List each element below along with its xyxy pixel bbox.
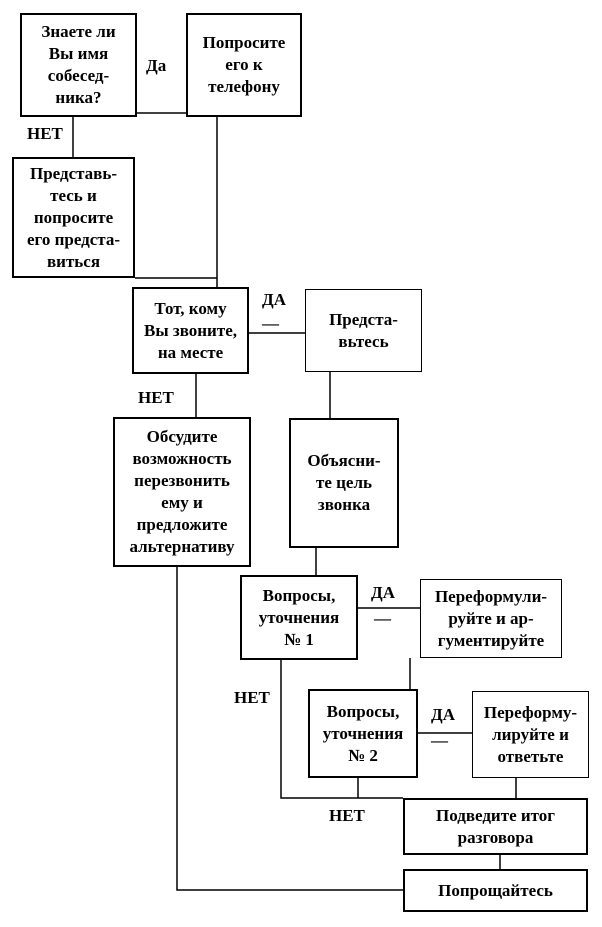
node-goodbye-text: Попрощайтесь: [438, 880, 553, 900]
node-ask-phone: Попросите его к телефону: [186, 13, 302, 117]
node-is-present: Тот, кому Вы звоните, на месте: [132, 287, 249, 374]
node-know-name: Знаете ли Вы имя собесед- ника?: [20, 13, 137, 117]
node-reformulate-2: Переформу- лируйте и ответьте: [472, 691, 589, 778]
node-questions-1-text: Вопросы, уточнения № 1: [258, 585, 340, 649]
node-questions-2-text: Вопросы, уточнения № 2: [322, 701, 404, 765]
label-no-4: НЕТ: [329, 806, 365, 825]
node-reformulate-1-text: Переформули- руйте и ар- гументируйте: [434, 586, 548, 650]
node-reformulate-1: Переформули- руйте и ар- гументируйте: [420, 579, 562, 658]
node-questions-1: Вопросы, уточнения № 1: [240, 575, 358, 660]
node-introduce-text: Предста- вьтесь: [329, 309, 398, 351]
node-introduce: Предста- вьтесь: [305, 289, 422, 372]
node-explain-goal-text: Объясни- те цель звонка: [307, 451, 381, 514]
label-yes-3: ДА: [371, 583, 395, 602]
node-explain-goal: Объясни- те цель звонка: [289, 418, 399, 548]
label-no-1: НЕТ: [27, 124, 63, 143]
node-goodbye: Попрощайтесь: [403, 869, 588, 912]
node-reformulate-2-text: Переформу- лируйте и ответьте: [483, 702, 578, 766]
node-summarize: Подведите итог разговора: [403, 798, 588, 855]
node-questions-2: Вопросы, уточнения № 2: [308, 689, 418, 778]
node-introduce-ask-text: Представь- тесь и попросите его предста-…: [26, 163, 121, 271]
node-know-name-text: Знаете ли Вы имя собесед- ника?: [41, 22, 116, 107]
label-yes-1: Да: [146, 56, 167, 75]
connector-q1-no: [280, 660, 403, 799]
node-introduce-ask: Представь- тесь и попросите его предста-…: [12, 157, 135, 278]
node-is-present-text: Тот, кому Вы звоните, на месте: [144, 298, 237, 362]
label-no-3: НЕТ: [234, 688, 270, 707]
node-ask-phone-text: Попросите его к телефону: [202, 33, 286, 96]
label-dash-3: —: [374, 609, 391, 628]
node-discuss-callback-text: Обсудите возможность перезвонить ему и п…: [129, 427, 235, 556]
label-no-2: НЕТ: [138, 388, 174, 407]
node-summarize-text: Подведите итог разговора: [435, 805, 556, 847]
connector-discuss-to-goodbye: [176, 567, 403, 891]
node-discuss-callback: Обсудите возможность перезвонить ему и п…: [113, 417, 251, 567]
label-dash-2: —: [262, 314, 279, 333]
label-yes-2: ДА: [262, 290, 286, 309]
label-yes-4: ДА: [431, 705, 455, 724]
label-dash-4: —: [431, 731, 448, 750]
